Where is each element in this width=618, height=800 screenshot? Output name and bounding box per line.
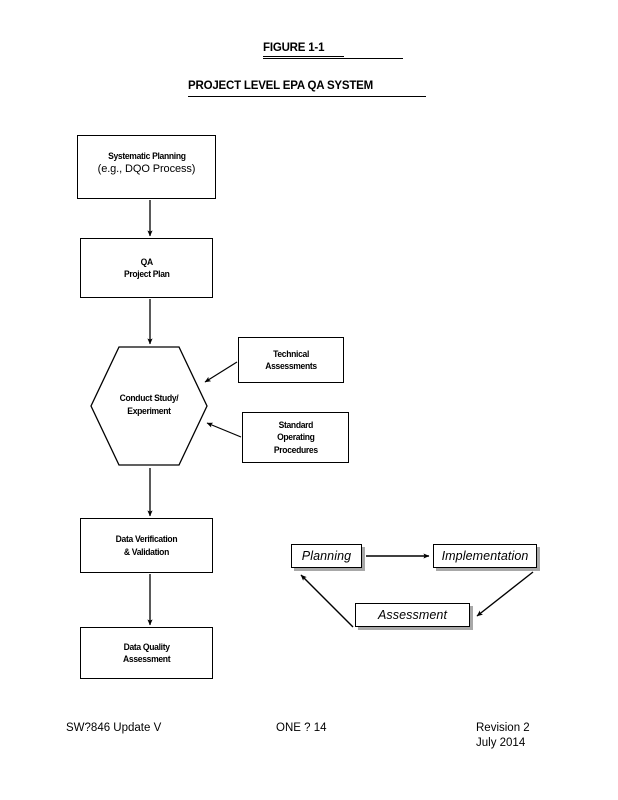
node-conduct-study-line1: Conduct Study/ [119,393,179,403]
node-qa-project-plan: QA Project Plan [80,238,213,298]
footer-revision: Revision 2 [476,722,530,734]
node-qa-project-plan-line1: QA [140,256,153,267]
figure-number-underline [263,58,403,59]
node-qa-project-plan-line2: Project Plan [123,269,170,279]
node-systematic-planning-line2: (e.g., DQO Process) [97,163,196,176]
footer-right: Revision 2 July 2014 [476,721,530,751]
footer-page-number-text: ONE ? 14 [276,722,327,734]
footer-left-text: SW?846 Update V [66,722,162,734]
system-title-underline [188,96,426,97]
footer-left: SW?846 Update V [66,721,161,736]
node-data-verification-line2: & Validation [123,546,170,557]
node-conduct-study-line2: Experiment [127,405,171,416]
footer-date: July 2014 [476,736,526,749]
system-title-text: PROJECT LEVEL EPA QA SYSTEM [188,80,374,92]
node-systematic-planning: Systematic Planning (e.g., DQO Process) [77,135,216,199]
arrow-cycle-implementation-to-assessment [476,571,534,617]
node-technical-assessments-line2: Assessments [265,361,317,371]
node-conduct-study-label: Conduct Study/ Experiment [89,392,209,417]
cycle-node-assessment-label: Assessment [377,608,448,622]
node-data-quality-assessment-line1: Data Quality [123,641,170,652]
node-standard-operating-procedures: Standard Operating Procedures [242,412,349,463]
hexagon-shape [90,346,208,466]
cycle-node-planning-label: Planning [301,549,352,563]
arrow-cycle-assessment-to-planning [300,574,354,628]
cycle-node-planning: Planning [291,544,362,568]
arrow-sop-to-conduct [206,422,242,438]
system-title: PROJECT LEVEL EPA QA SYSTEM [188,80,426,97]
node-conduct-study-experiment: Conduct Study/ Experiment [89,345,209,467]
node-sop-line3: Procedures [273,444,318,455]
node-technical-assessments: Technical Assessments [238,337,344,383]
cycle-node-assessment: Assessment [355,603,470,627]
footer-page-number: ONE ? 14 [276,721,327,736]
node-data-verification-validation: Data Verification & Validation [80,518,213,573]
node-systematic-planning-line1: Systematic Planning [107,151,186,162]
node-sop-line1: Standard [278,420,313,431]
cycle-node-implementation: Implementation [433,544,537,568]
node-data-quality-assessment-line2: Assessment [122,654,171,664]
cycle-node-implementation-label: Implementation [441,549,529,563]
node-technical-assessments-line1: Technical [273,348,309,359]
figure-number-title: FIGURE 1-1 [263,42,403,59]
figure-number-text: FIGURE 1-1 [263,42,344,57]
node-data-verification-line1: Data Verification [115,534,178,545]
node-data-quality-assessment: Data Quality Assessment [80,627,213,679]
node-sop-line2: Operating [276,432,315,443]
arrow-technical-to-conduct [204,361,238,383]
